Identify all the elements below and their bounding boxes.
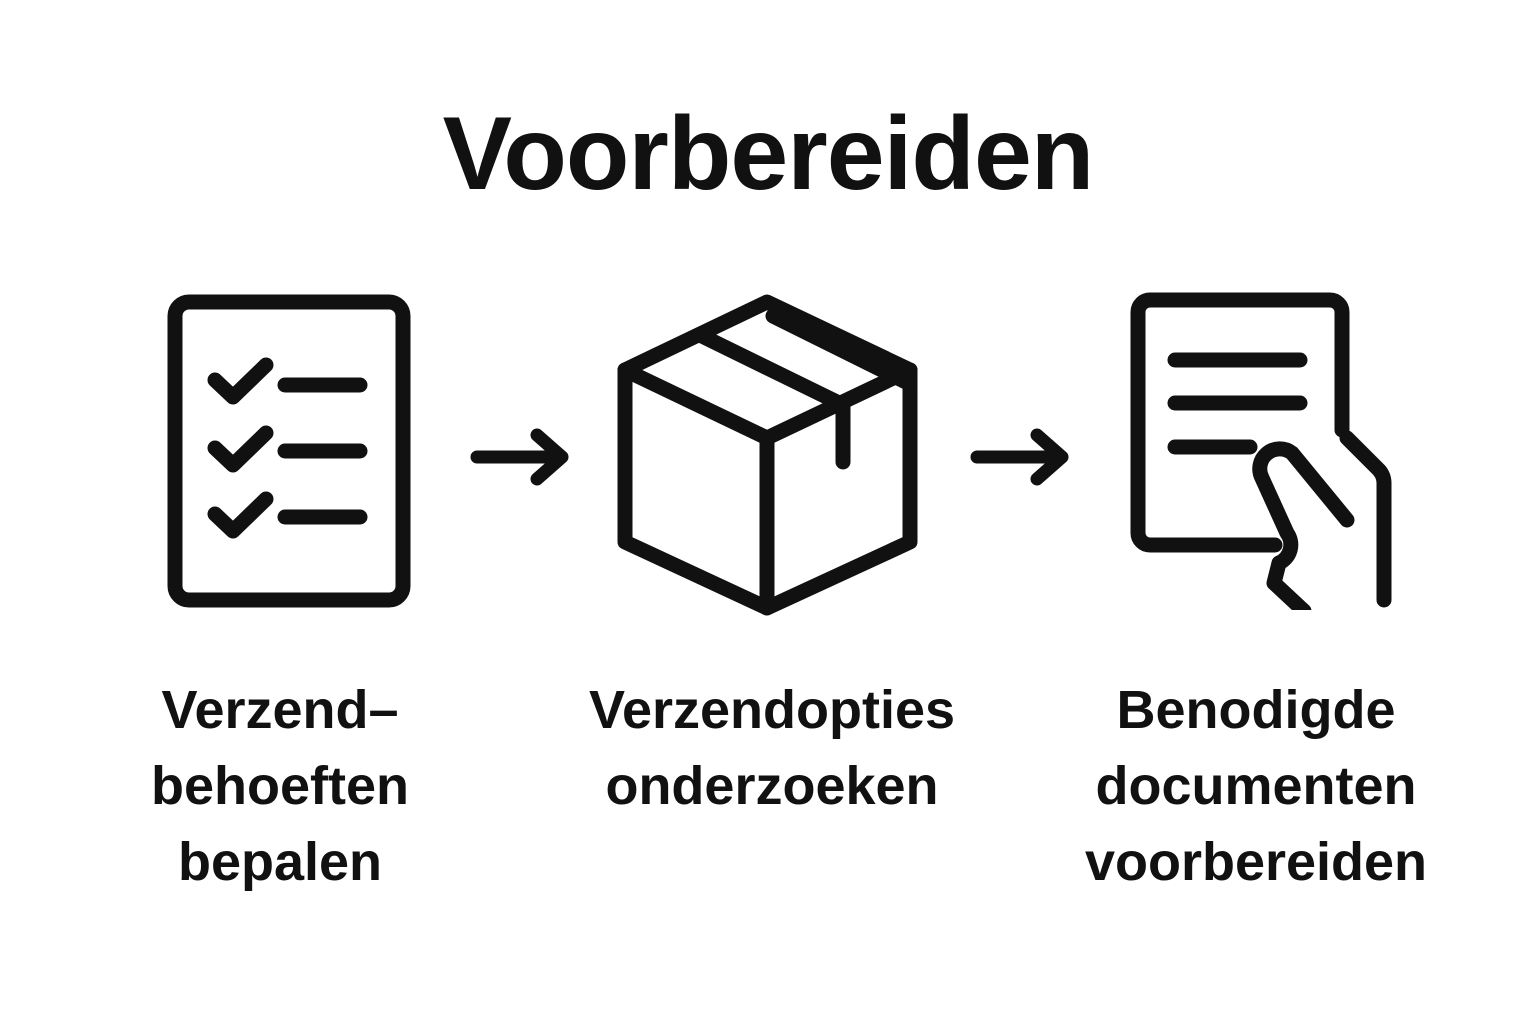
step-label-line: behoeften — [150, 756, 409, 816]
step-label-line: Verzendopties — [588, 680, 956, 740]
page-title: Voorbereiden — [442, 96, 1095, 212]
box-icon — [617, 294, 918, 616]
step-label-line: bepalen — [177, 832, 383, 892]
step-label-line: voorbereiden — [1084, 832, 1428, 892]
step-label-line: onderzoeken — [605, 756, 939, 816]
step-label-line: Verzend– — [161, 680, 399, 740]
step-label-1: Verzend– behoeften bepalen — [70, 672, 490, 900]
arrow-right-icon — [970, 428, 1069, 486]
checklist-icon — [167, 294, 411, 608]
step-label-line: Benodigde — [1116, 680, 1396, 740]
document-hand-icon — [1130, 292, 1392, 610]
step-label-2: Verzendopties onderzoeken — [562, 672, 982, 824]
step-label-3: Benodigde documenten voorbereiden — [1046, 672, 1466, 900]
arrow-right-icon — [470, 428, 569, 486]
step-label-line: documenten — [1095, 756, 1417, 816]
